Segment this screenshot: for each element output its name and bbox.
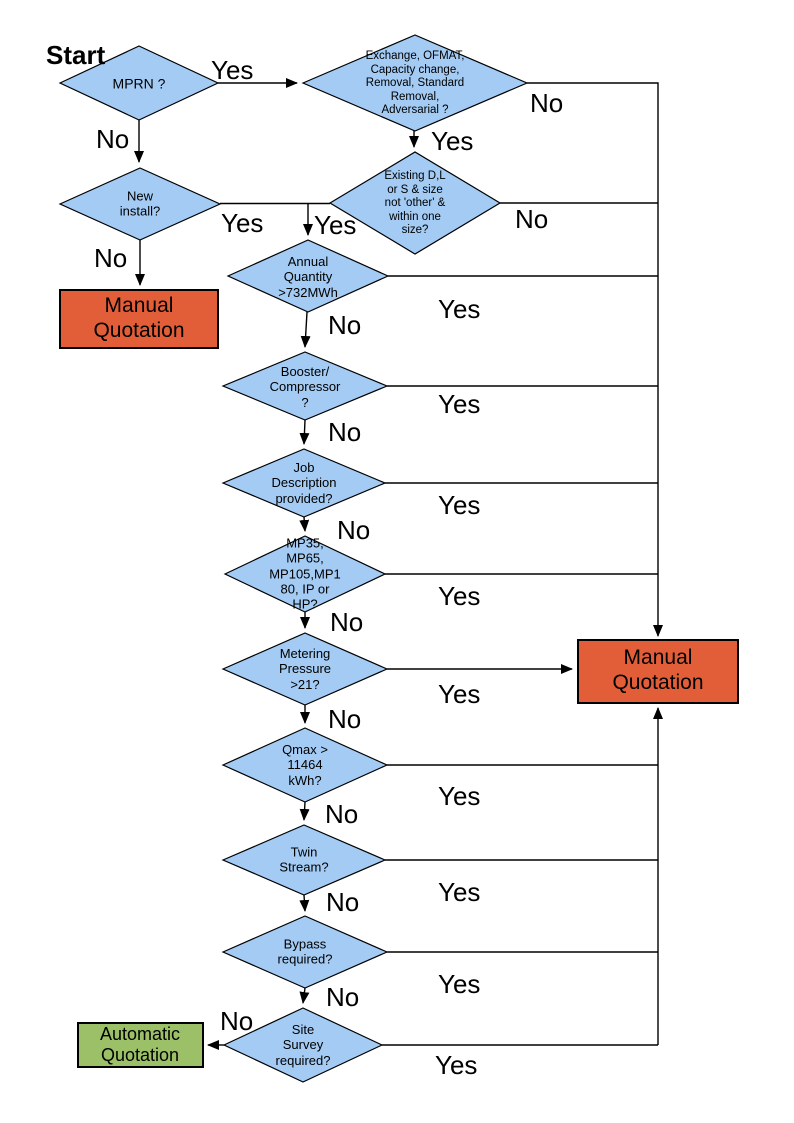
edge-label-mp-yes: Yes: [438, 581, 481, 611]
decision-twin-label: Twin Stream?: [279, 844, 329, 875]
edge-label-mprn-no: No: [96, 124, 130, 154]
edge-label-twin-yes: Yes: [438, 877, 481, 907]
edge-label-job-yes: Yes: [438, 490, 481, 520]
automatic-quotation-box: [77, 1022, 204, 1068]
edge-label-existing-yes: Yes: [314, 210, 357, 240]
decision-mp-shape: [223, 535, 387, 613]
decision-qmax-label: Qmax > 11464 kWh?: [282, 742, 328, 788]
decision-mp-label: MP35, MP65, MP105,MP1 80, IP or HP?: [269, 535, 341, 612]
edge-label-mp-no: No: [330, 607, 364, 637]
edge-label-metering-no: No: [328, 704, 362, 734]
decision-metering-label: Metering Pressure >21?: [278, 646, 332, 692]
decision-annual-label: Annual Quantity >732MWh: [278, 254, 338, 300]
edge-qmax-no: [299, 801, 310, 821]
decision-annual-shape: [226, 239, 390, 313]
edge-booster-no: [299, 419, 310, 445]
decision-existing-label: Existing D,L or S & size not 'other' & w…: [384, 170, 446, 237]
decision-booster-shape: [221, 351, 389, 421]
edge-label-booster-no: No: [328, 417, 362, 447]
manual-quotation-left-box: [59, 289, 219, 349]
decision-existing-shape: [328, 151, 502, 255]
decision-exchange-shape: [301, 34, 529, 132]
manual-quotation-left-label: Manual Quotation: [93, 294, 185, 342]
edge-label-qmax-yes: Yes: [438, 781, 481, 811]
decision-mprn-shape: [58, 45, 220, 121]
edge-label-bypass-no: No: [326, 982, 360, 1012]
edge-label-exchange-no: No: [530, 88, 564, 118]
edge-label-exchange-yes: Yes: [431, 126, 474, 156]
decision-exchange-label: Exchange, OFMAT, Capacity change, Remova…: [365, 50, 465, 117]
decision-bypass-shape: [221, 915, 389, 989]
edge-label-site-no: No: [220, 1006, 254, 1036]
edge-label-bypass-yes: Yes: [438, 969, 481, 999]
edge-annual-no: [300, 311, 311, 348]
decision-job-label: Job Description provided?: [271, 460, 337, 506]
automatic-quotation-label: Automatic Quotation: [99, 1023, 181, 1065]
edge-label-booster-yes: Yes: [438, 389, 481, 419]
start-label: Start: [46, 40, 106, 70]
edge-label-annual-no: No: [328, 310, 362, 340]
manual-quotation-right-box: [577, 639, 739, 704]
decision-new-install-label: New install?: [119, 188, 161, 219]
decision-mprn-label: MPRN ?: [112, 75, 166, 92]
edge-label-new-install-no: No: [94, 243, 128, 273]
decision-job-shape: [221, 448, 387, 518]
edge-label-twin-no: No: [326, 887, 360, 917]
edge-label-metering-yes: Yes: [438, 679, 481, 709]
decision-site-shape: [222, 1007, 384, 1083]
edge-twin-no: [299, 894, 310, 912]
decision-metering-shape: [221, 632, 389, 706]
decision-qmax-shape: [221, 727, 389, 803]
edge-exchange-no-collector: [527, 82, 663, 637]
edge-bypass-no: [299, 987, 310, 1004]
edge-job-no: [299, 516, 310, 532]
edge-label-annual-yes: Yes: [438, 294, 481, 324]
edge-label-site-yes: Yes: [435, 1050, 478, 1080]
decision-bypass-label: Bypass required?: [277, 936, 333, 967]
decision-booster-label: Booster/ Compressor ?: [269, 364, 341, 410]
edge-label-qmax-no: No: [325, 799, 359, 829]
decision-site-label: Site Survey required?: [275, 1022, 331, 1068]
edge-label-new-install-yes: Yes: [221, 208, 264, 238]
manual-quotation-right-label: Manual Quotation: [612, 646, 704, 694]
decision-twin-shape: [221, 824, 387, 896]
edge-label-job-no: No: [337, 515, 371, 545]
decision-new-install-shape: [58, 167, 222, 241]
edge-label-mprn-yes: Yes: [211, 55, 254, 85]
edge-label-existing-no: No: [515, 204, 549, 234]
